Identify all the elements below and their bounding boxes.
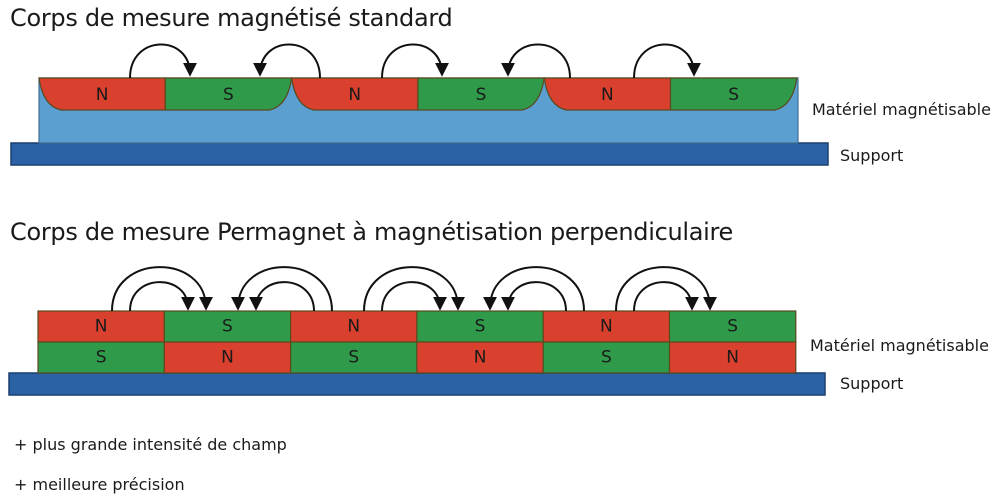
support-label-standard: Support bbox=[840, 146, 904, 165]
field-lines-perpendicular bbox=[111, 266, 717, 312]
pole-label-top: S bbox=[222, 317, 233, 337]
pole-block-top bbox=[542, 310, 671, 343]
advantage-precision: + meilleure précision bbox=[14, 475, 185, 494]
title-standard: Corps de mesure magnétisé standard bbox=[10, 4, 453, 32]
pole-block-bottom bbox=[668, 341, 797, 374]
pole-label: S bbox=[728, 85, 739, 105]
material-label-perpendicular: Matériel magnétisable bbox=[810, 336, 989, 355]
field-line bbox=[501, 43, 571, 79]
field-line bbox=[633, 43, 701, 79]
advantage-field-strength: + plus grande intensité de champ bbox=[14, 435, 287, 454]
pole-block-top bbox=[290, 310, 418, 343]
field-line-inner bbox=[381, 281, 447, 312]
pole-block-bottom bbox=[163, 341, 292, 374]
pole-label: N bbox=[601, 85, 614, 105]
field-line-inner bbox=[129, 281, 195, 312]
field-line bbox=[381, 43, 449, 79]
pole-label-bottom: S bbox=[348, 348, 359, 368]
material-label-standard: Matériel magnétisable bbox=[812, 100, 991, 119]
pole-block bbox=[669, 77, 798, 111]
pole-label: S bbox=[476, 85, 487, 105]
field-line-outer bbox=[615, 266, 717, 312]
field-line-outer bbox=[111, 266, 213, 312]
field-lines-standard bbox=[129, 43, 701, 79]
support-label-perpendicular: Support bbox=[840, 374, 904, 393]
title-perpendicular: Corps de mesure Permagnet à magnétisatio… bbox=[10, 218, 734, 246]
support-bar-perpendicular bbox=[8, 372, 826, 396]
pole-label-bottom: S bbox=[96, 348, 107, 368]
field-line bbox=[129, 43, 197, 79]
pole-label-bottom: S bbox=[601, 348, 612, 368]
pole-label-bottom: N bbox=[474, 348, 487, 368]
pole-label-top: N bbox=[347, 317, 360, 337]
field-line-outer bbox=[231, 266, 333, 312]
field-line-outer bbox=[483, 266, 585, 312]
pole-block-top bbox=[416, 310, 544, 343]
field-line-inner bbox=[633, 281, 699, 312]
pole-label-top: N bbox=[600, 317, 613, 337]
pole-block bbox=[38, 77, 166, 111]
pole-block-bottom bbox=[290, 341, 418, 374]
field-line-inner bbox=[249, 281, 315, 312]
pole-label-top: N bbox=[95, 317, 108, 337]
pole-label-bottom: N bbox=[726, 348, 739, 368]
pole-label: N bbox=[96, 85, 109, 105]
field-line-inner bbox=[501, 281, 567, 312]
pole-block bbox=[290, 77, 419, 111]
field-line-outer bbox=[363, 266, 465, 312]
pole-label: S bbox=[223, 85, 234, 105]
pole-label-top: S bbox=[727, 317, 738, 337]
pole-block-bottom bbox=[542, 341, 671, 374]
pole-label-bottom: N bbox=[221, 348, 234, 368]
pole-block-bottom bbox=[37, 341, 165, 374]
pole-label-top: S bbox=[475, 317, 486, 337]
pole-block-bottom bbox=[416, 341, 544, 374]
pole-label: N bbox=[348, 85, 361, 105]
pole-block bbox=[543, 77, 672, 111]
support-bar-standard bbox=[10, 142, 829, 166]
field-line bbox=[253, 43, 321, 79]
